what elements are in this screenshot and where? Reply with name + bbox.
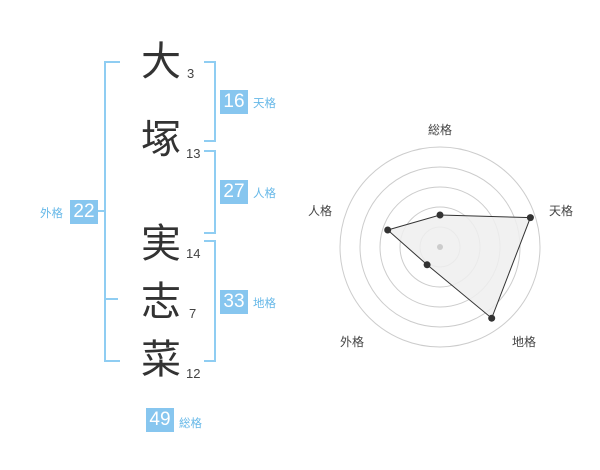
soukaku-value: 49: [146, 408, 174, 432]
radar-ring: [359, 166, 521, 328]
chikaku-label: 地格: [253, 296, 276, 310]
radar-ring: [339, 146, 541, 348]
gaikaku-connector: [98, 210, 105, 212]
stroke-count-4: 7: [189, 306, 197, 321]
radar-axis-label-jinkaku-html: 人格: [308, 204, 333, 218]
name-char-1: 大: [141, 39, 181, 85]
chikaku-value: 33: [220, 290, 248, 314]
radar-axis-label-chikaku: 地格: [512, 334, 536, 349]
radar-area: [386, 214, 532, 320]
jinkaku-bracket: [204, 150, 216, 234]
radar-center-dot: [437, 244, 443, 250]
radar-point-4: [384, 226, 392, 234]
radar-axis-label-soukaku: 総格: [428, 122, 452, 137]
chikaku-bracket: [204, 240, 216, 362]
name-char-4: 志: [141, 279, 181, 325]
stroke-count-2: 13: [186, 146, 201, 161]
stroke-count-5: 12: [186, 366, 201, 381]
stroke-count-3: 14: [186, 246, 201, 261]
radar-point-2: [488, 314, 496, 322]
name-char-2: 塚: [141, 117, 181, 163]
gaikaku-divider-tick: [104, 298, 118, 300]
tenkaku-bracket: [204, 61, 216, 142]
gaikaku-bracket: [104, 61, 120, 362]
stroke-count-1: 3: [187, 66, 195, 81]
radar-point-1: [526, 214, 534, 222]
jinkaku-label: 人格: [253, 186, 276, 200]
gaikaku-label: 外格: [40, 206, 63, 220]
tenkaku-label: 天格: [253, 96, 276, 110]
radar-chart: 総格 天格 地格 外格 人格: [339, 122, 541, 349]
tenkaku-value: 16: [220, 90, 248, 114]
soukaku-label: 総格: [179, 416, 202, 430]
gaikaku-value: 22: [70, 200, 98, 224]
name-char-5: 菜: [141, 337, 181, 383]
radar-point-3: [423, 261, 431, 269]
radar-axis-label-gaikaku: 外格: [340, 334, 364, 349]
jinkaku-value: 27: [220, 180, 248, 204]
radar-point-0: [436, 211, 444, 219]
radar-axis-label-tenkaku-html: 天格: [549, 204, 574, 218]
name-char-3: 実: [141, 221, 181, 267]
